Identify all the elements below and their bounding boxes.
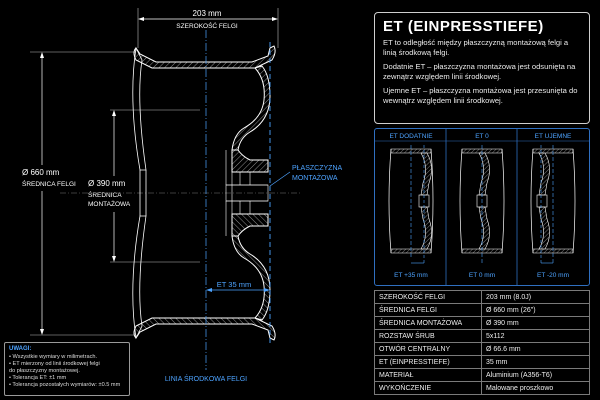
et-example-value-1: ET +35 mm	[394, 272, 428, 279]
note-item: do płaszczyzny montażowej.	[9, 368, 80, 374]
info-paragraph-3: Ujemne ET – płaszczyzna montażowa jest p…	[383, 86, 578, 105]
width-label: SZEROKOŚĆ FELGI	[176, 21, 238, 30]
note-item: • Tolerancja ET: ±1 mm	[9, 375, 67, 381]
spec-value: Ø 390 mm	[481, 316, 590, 330]
spec-value: Ø 66.6 mm	[481, 342, 590, 356]
et-example-header-2: ET 0	[475, 133, 489, 140]
mount-label-2: MONTAŻOWA	[88, 199, 131, 208]
notes-title: UWAGI:	[9, 346, 32, 352]
spec-row: ET (EINPRESSTIEFE)35 mm	[374, 355, 590, 369]
spec-label: WYKOŃCZENIE	[374, 381, 482, 395]
info-title: ET (EINPRESSTIEFE)	[383, 18, 544, 35]
note-item: • ET mierzony od linii środkowej felgi	[9, 361, 100, 367]
et-example-value-2: ET 0 mm	[469, 272, 495, 279]
spec-value: Malowane proszkowo	[481, 381, 590, 395]
diameter-value: Ø 660 mm	[22, 168, 60, 177]
wheel-section-drawing: 203 mm SZEROKOŚĆ FELGI Ø 660 mm ŚREDNICA…	[22, 8, 343, 383]
info-paragraph-2: Dodatnie ET – płaszczyzna montażowa jest…	[383, 62, 576, 81]
spec-value: 5x112	[481, 329, 590, 343]
mount-label-1: ŚREDNICA	[88, 190, 122, 199]
spec-label: OTWÓR CENTRALNY	[374, 342, 482, 356]
spec-label: ET (EINPRESSTIEFE)	[374, 355, 482, 369]
et-info-panel: ET (EINPRESSTIEFE) ET to odległość międz…	[374, 12, 590, 124]
spec-value: Ø 660 mm (26")	[481, 303, 590, 317]
et-example-header-1: ET DODATNIE	[389, 133, 433, 140]
spec-label: ŚREDNICA MONTAŻOWA	[374, 316, 482, 330]
notes-box: UWAGI: • Wszystkie wymiary w milimetrach…	[4, 342, 130, 396]
width-value: 203 mm	[193, 9, 222, 18]
spec-value: 35 mm	[481, 355, 590, 369]
et-value: ET 35 mm	[217, 280, 251, 289]
mount-value: Ø 390 mm	[88, 179, 126, 188]
center-line-label: LINIA ŚRODKOWA FELGI	[165, 374, 247, 383]
info-paragraph-1: ET to odległość między płaszczyzną monta…	[383, 38, 569, 57]
note-item: • Wszystkie wymiary w milimetrach.	[9, 354, 98, 360]
et-examples-svg: ET DODATNIE ET +35 mm ET 0 ET 0 mm ET UJ…	[375, 129, 589, 285]
spec-value: 203 mm (8.0J)	[481, 290, 590, 304]
et-example-value-3: ET -20 mm	[537, 272, 569, 279]
plane-label-2: MONTAŻOWA	[292, 173, 338, 182]
et-examples-panel: ET DODATNIE ET +35 mm ET 0 ET 0 mm ET UJ…	[374, 128, 590, 286]
diameter-label: ŚREDNICA FELGI	[22, 179, 76, 188]
plane-label-1: PŁASZCZYZNA	[292, 165, 343, 172]
rim-profile-top	[132, 45, 276, 186]
spec-label: SZEROKOŚĆ FELGI	[374, 290, 482, 304]
et-example-header-3: ET UJEMNE	[535, 133, 572, 140]
spec-value: Aluminium (A356-T6)	[481, 368, 590, 382]
note-item: • Tolerancja pozostałych wymiarów: ±0.5 …	[9, 382, 121, 388]
spec-label: ROZSTAW ŚRUB	[374, 329, 482, 343]
spec-label: ŚREDNICA FELGI	[374, 303, 482, 317]
spec-label: MATERIAŁ	[374, 368, 482, 382]
